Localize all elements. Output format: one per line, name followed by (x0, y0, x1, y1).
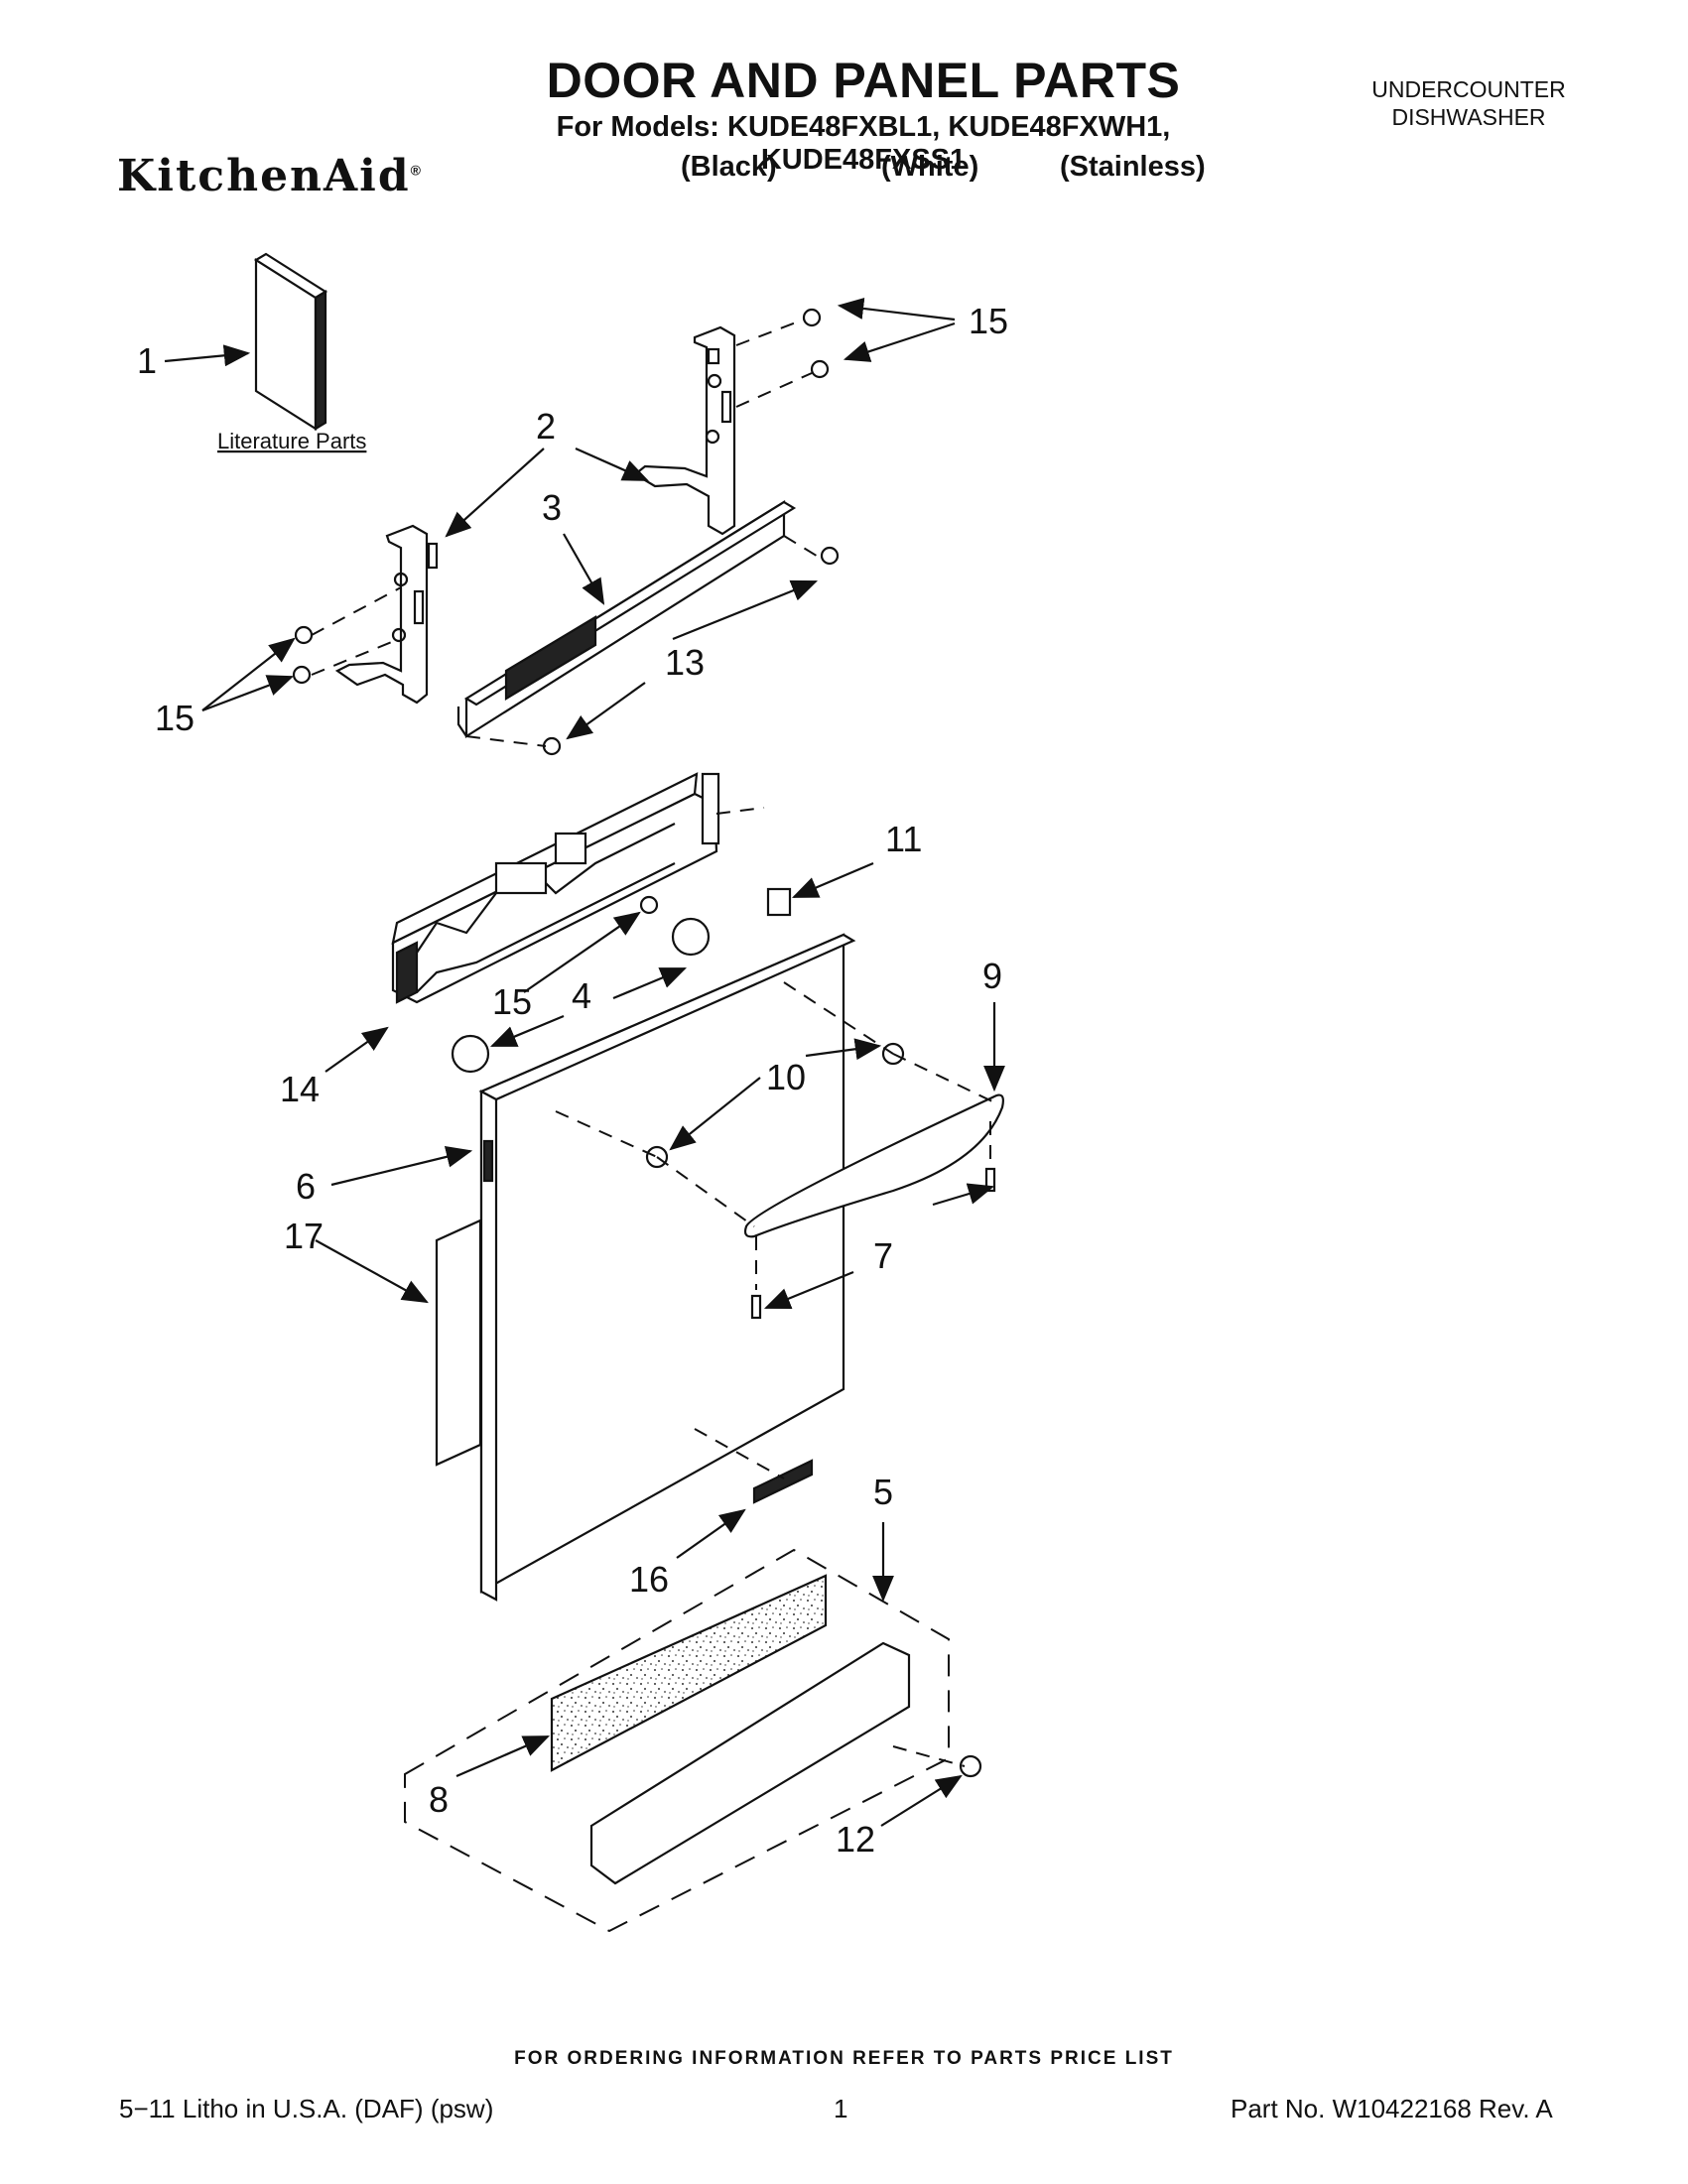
toe-panel (589, 1641, 911, 1885)
callout-16: 16 (629, 1559, 669, 1600)
models-line: For Models: KUDE48FXBL1, KUDE48FXWH1, KU… (556, 111, 1171, 176)
part-number: Part No. W10422168 Rev. A (1231, 2094, 1553, 2123)
control-console (391, 772, 720, 1004)
callout-8: 8 (429, 1779, 449, 1820)
callout-15b: 15 (155, 698, 195, 738)
brand-logo: KitchenAid® (117, 151, 423, 201)
panel-clip (766, 887, 792, 917)
callout-3: 3 (542, 487, 562, 528)
leader-arrows (164, 297, 1005, 1827)
model-badge (752, 1459, 814, 1504)
assembly-lines (311, 319, 993, 1767)
color-black-label: (Black) (681, 151, 777, 183)
appliance-type: UNDERCOUNTER DISHWASHER (1330, 75, 1608, 131)
litho-info: 5−11 Litho in U.S.A. (DAF) (psw) (119, 2094, 494, 2123)
outer-door-panel (478, 933, 856, 1602)
callout-1: 1 (137, 340, 157, 381)
appliance-line-1: UNDERCOUNTER (1371, 76, 1566, 102)
callout-15a: 15 (969, 301, 1008, 341)
callout-14: 14 (280, 1069, 320, 1109)
callout-11: 11 (885, 819, 922, 859)
literature-parts-label: Literature Parts (217, 429, 366, 453)
toe-kick-insulation (550, 1574, 828, 1772)
ordering-note: FOR ORDERING INFORMATION REFER TO PARTS … (514, 2048, 1174, 2069)
top-trim-rail (456, 500, 797, 738)
callout-5: 5 (873, 1472, 893, 1512)
color-white-label: (White) (881, 151, 979, 183)
hinge-bracket-right (633, 325, 736, 536)
hinge-discs (451, 917, 711, 1074)
literature-booklet (253, 252, 328, 431)
toe-group-outline (404, 1548, 950, 1933)
hinge-bracket-left (334, 524, 439, 705)
insulation-sheet (435, 1219, 482, 1467)
appliance-line-2: DISHWASHER (1391, 104, 1546, 130)
brand-name: KitchenAid (117, 151, 411, 201)
door-handle (743, 1093, 1004, 1238)
page-number: 1 (834, 2094, 848, 2123)
toe-panel-screw (959, 1754, 982, 1778)
callout-17: 17 (284, 1216, 324, 1256)
callout-7: 7 (873, 1235, 893, 1276)
callout-2: 2 (536, 406, 556, 447)
callout-12: 12 (836, 1819, 875, 1860)
callout-6: 6 (296, 1166, 316, 1207)
callout-10: 10 (766, 1057, 806, 1097)
callout-13: 13 (665, 642, 705, 683)
callout-numbers: 1 2 3 15 15 13 11 9 15 4 14 10 6 17 7 5 … (137, 301, 1008, 1860)
callout-4: 4 (572, 975, 591, 1016)
color-stainless-label: (Stainless) (1060, 151, 1206, 183)
page-title: DOOR AND PANEL PARTS (546, 53, 1181, 108)
brand-mark: ® (410, 162, 423, 179)
screws (292, 308, 840, 915)
callout-9: 9 (982, 956, 1002, 996)
callout-15c: 15 (492, 981, 532, 1022)
